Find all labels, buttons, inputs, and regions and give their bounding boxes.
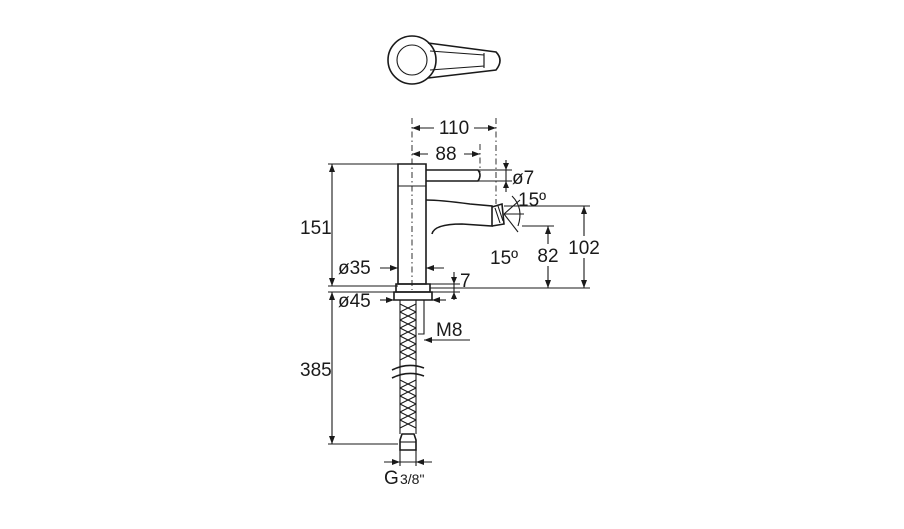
- dim-110: 110: [439, 118, 469, 139]
- dim-102: 102: [568, 238, 600, 259]
- hose-break-mark: [391, 364, 425, 371]
- dim-angle-down: 15º: [490, 248, 518, 269]
- dim-diam-45: ø45: [338, 291, 371, 312]
- dim-diam-35: ø35: [338, 258, 371, 279]
- dim-thread-m8: M8: [436, 320, 462, 341]
- dim-7: 7: [460, 271, 471, 292]
- top-view: [387, 35, 501, 85]
- dim-connection-g: G: [384, 468, 399, 489]
- top-view-lever: [427, 42, 501, 79]
- faucet-side-view: [391, 163, 505, 451]
- top-view-inner-ring: [396, 44, 428, 76]
- dim-angle-up: 15º: [518, 190, 546, 211]
- dim-88: 88: [435, 144, 456, 165]
- dim-82: 82: [537, 246, 558, 267]
- dim-151: 151: [300, 218, 332, 239]
- faucet-nozzle: [491, 202, 505, 227]
- faucet-lever: [426, 169, 481, 182]
- dimension-lines: [328, 118, 590, 466]
- dim-diam-7: ø7: [512, 168, 534, 189]
- dim-connection-fraction: 3/8": [400, 471, 424, 487]
- dim-385: 385: [300, 360, 332, 381]
- dimension-labels: 110 88 ø7 15º 15º 151 102 82 ø35 7 ø45 M…: [300, 116, 604, 489]
- threaded-rod: [418, 299, 425, 335]
- faucet-mount-ring: [393, 291, 433, 301]
- top-view-lever-inner: [429, 50, 485, 71]
- faucet-base: [395, 283, 431, 293]
- faucet-spout: [425, 199, 493, 235]
- top-view-outer-ring: [387, 35, 437, 85]
